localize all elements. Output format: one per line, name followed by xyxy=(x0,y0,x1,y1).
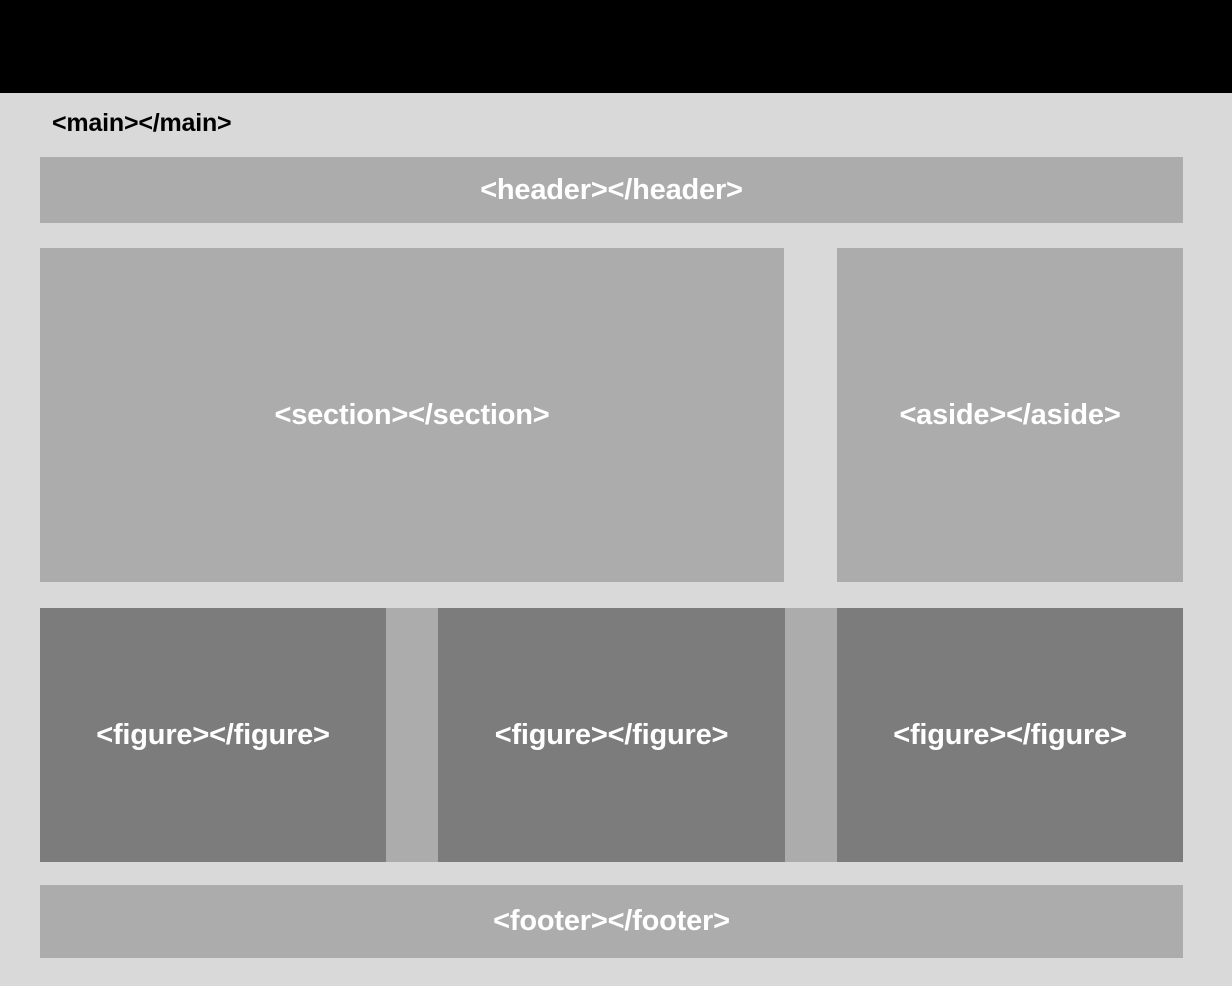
top-black-bar xyxy=(0,0,1232,93)
header-element-label: <header></header> xyxy=(480,173,743,206)
aside-region: <aside></aside> xyxy=(837,248,1183,582)
footer-region: <footer></footer> xyxy=(40,885,1183,958)
figure-row-container: <figure></figure> <figure></figure> <fig… xyxy=(40,608,1183,862)
figure-region-1: <figure></figure> xyxy=(40,608,386,862)
section-region: <section></section> xyxy=(40,248,784,582)
aside-element-label: <aside></aside> xyxy=(899,398,1121,431)
main-element-label: <main></main> xyxy=(52,109,232,137)
page-canvas: <main></main> <header></header> <section… xyxy=(0,93,1232,986)
section-element-label: <section></section> xyxy=(274,398,550,431)
figure-element-label-1: <figure></figure> xyxy=(96,718,330,751)
figure-element-label-3: <figure></figure> xyxy=(893,718,1127,751)
footer-element-label: <footer></footer> xyxy=(493,905,730,937)
figure-element-label-2: <figure></figure> xyxy=(494,718,729,751)
header-region: <header></header> xyxy=(40,157,1183,223)
figure-region-2: <figure></figure> xyxy=(438,608,785,862)
figure-region-3: <figure></figure> xyxy=(837,608,1183,862)
